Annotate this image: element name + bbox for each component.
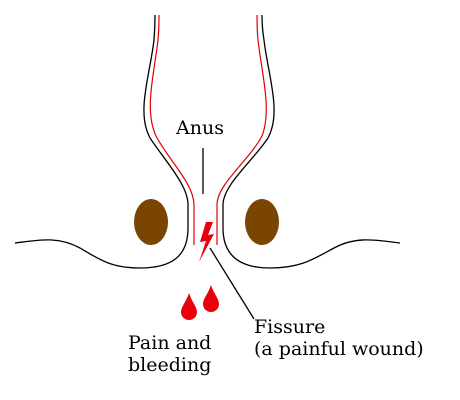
- blood-drop-icon: [203, 285, 219, 312]
- canal-outline-left: [14, 14, 189, 269]
- canal-lining-right: [216, 14, 267, 245]
- pain-label-line1: Pain and: [128, 332, 212, 354]
- pain-label-line2: bleeding: [128, 354, 212, 376]
- fissure-label-line1: Fissure: [254, 316, 326, 338]
- canal-outline-right: [222, 14, 401, 269]
- tissue-left: [134, 199, 168, 245]
- fissure-label-line2: (a painful wound): [254, 338, 424, 360]
- blood-drop-icon: [181, 293, 197, 320]
- anus-label: Anus: [176, 117, 224, 139]
- anus-label-text: Anus: [176, 117, 224, 139]
- tissue-right: [245, 199, 279, 245]
- fissure-label: Fissure (a painful wound): [254, 316, 424, 360]
- fissure-pointer: [209, 247, 255, 320]
- pain-bleeding-label: Pain and bleeding: [128, 332, 211, 376]
- canal-lining-left: [149, 14, 195, 245]
- lightning-bolt-icon: [199, 222, 214, 262]
